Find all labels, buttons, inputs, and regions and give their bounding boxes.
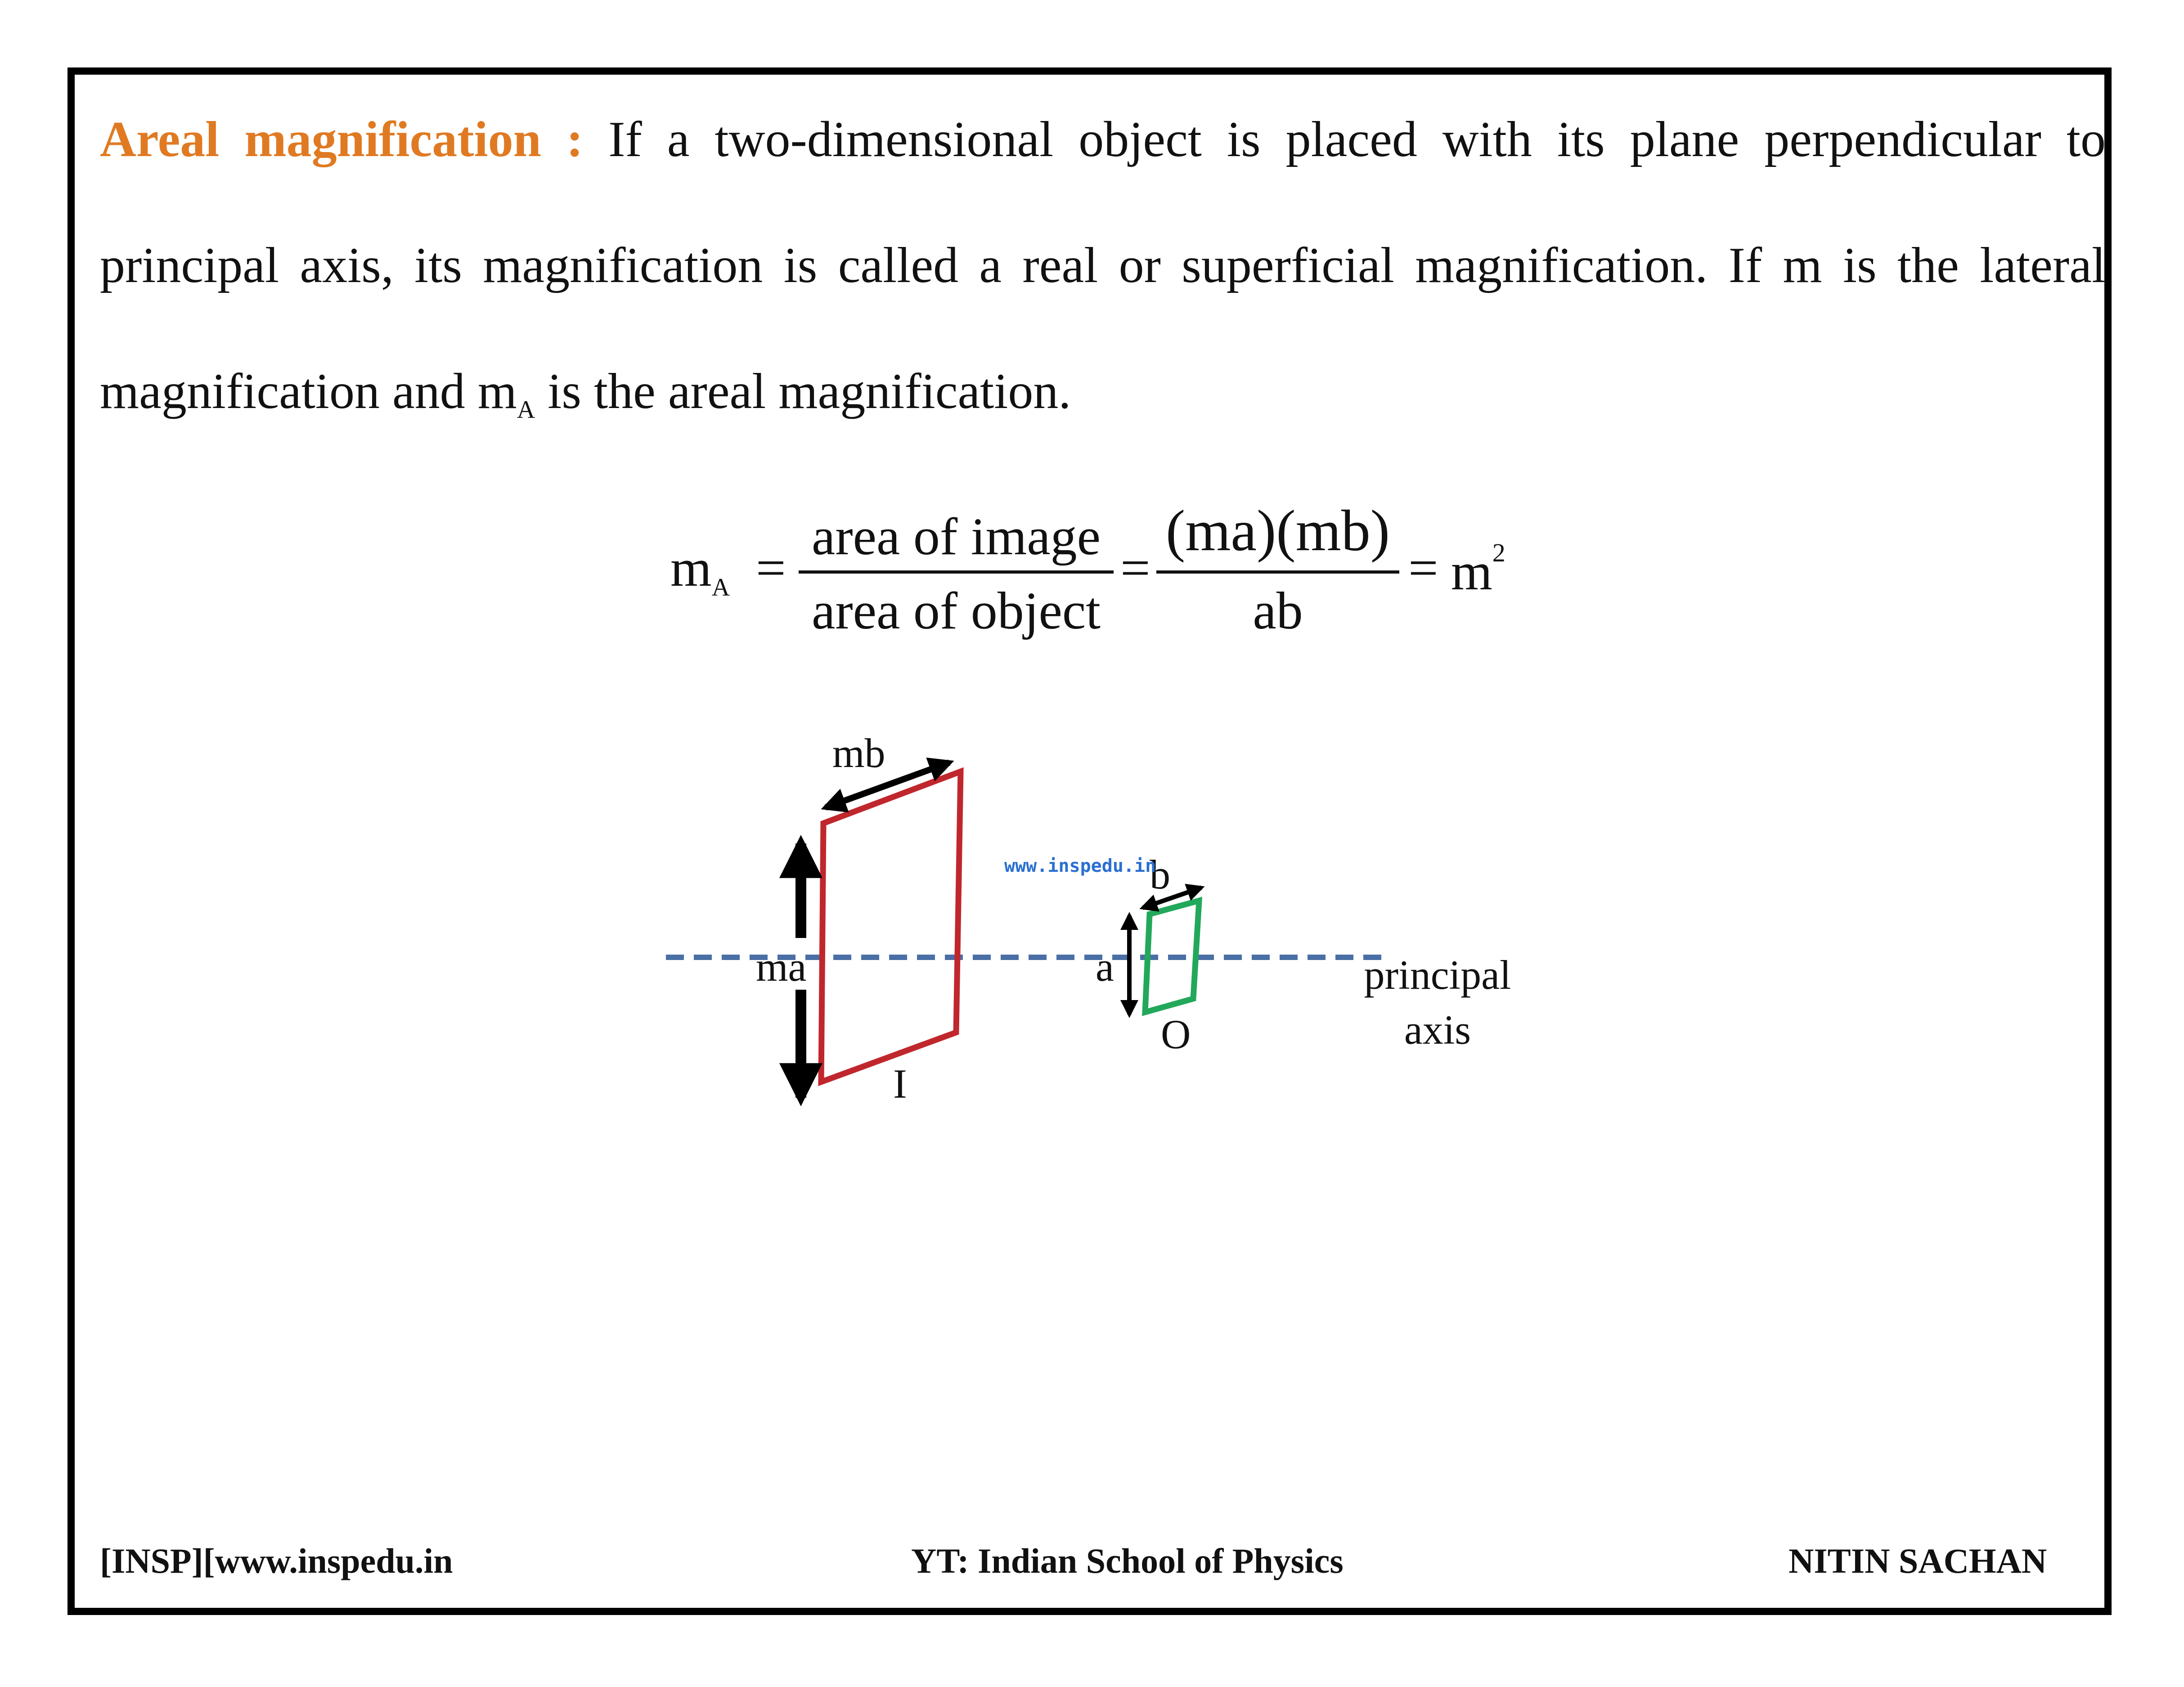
fraction-product-bar bbox=[1156, 570, 1399, 574]
label-b: b bbox=[1150, 852, 1170, 897]
slide-frame bbox=[67, 67, 2112, 1615]
definition-paragraph: Areal magnification : If a two-dimension… bbox=[100, 76, 2106, 473]
label-ma: ma bbox=[756, 944, 806, 990]
equals-sign-2: = bbox=[1120, 538, 1150, 597]
fraction-area-ratio: area of image area of object bbox=[799, 490, 1114, 652]
watermark-text: www.inspedu.in bbox=[1004, 856, 1156, 876]
equals-sign-3: = bbox=[1408, 538, 1438, 597]
rhs-base: m bbox=[1451, 542, 1492, 601]
label-principal-axis-line2: axis bbox=[1404, 1007, 1471, 1053]
fraction-product-numerator: (ma)(mb) bbox=[1165, 498, 1390, 563]
label-object-O: O bbox=[1161, 1011, 1191, 1057]
b-arrow bbox=[1139, 884, 1205, 912]
lhs-base: m bbox=[670, 538, 712, 597]
fraction-product-denominator: ab bbox=[1253, 581, 1303, 640]
mb-arrow bbox=[821, 757, 954, 813]
rhs-superscript: 2 bbox=[1492, 538, 1505, 567]
fraction-area-numerator: area of image bbox=[811, 507, 1101, 566]
paragraph-text-end: is the areal magnification. bbox=[535, 363, 1071, 419]
label-image-I: I bbox=[893, 1061, 907, 1107]
footer-right: NITIN SACHAN bbox=[1789, 1541, 2047, 1580]
fraction-area-denominator: area of object bbox=[811, 581, 1101, 640]
equation-rhs: m2 bbox=[1451, 538, 1505, 602]
areal-magnification-equation: mA = area of image area of object = (ma)… bbox=[670, 490, 1548, 652]
fraction-area-bar bbox=[799, 570, 1114, 574]
paragraph-text: If a two-dimensional object is placed wi… bbox=[100, 112, 2106, 419]
footer-center: YT: Indian School of Physics bbox=[911, 1541, 1344, 1580]
lhs-subscript: A bbox=[711, 574, 730, 601]
equation-lhs: mA bbox=[670, 538, 730, 602]
footer-left: [INSP][www.inspedu.in bbox=[100, 1541, 453, 1580]
label-a: a bbox=[1096, 944, 1114, 990]
label-mb: mb bbox=[832, 730, 885, 776]
paragraph-subscript: A bbox=[517, 396, 535, 424]
section-heading: Areal magnification : bbox=[100, 112, 584, 167]
equals-sign-1: = bbox=[756, 538, 786, 597]
fraction-product-ratio: (ma)(mb) ab bbox=[1156, 490, 1399, 652]
image-parallelogram bbox=[818, 767, 964, 1086]
label-principal-axis-line1: principal bbox=[1364, 952, 1511, 998]
